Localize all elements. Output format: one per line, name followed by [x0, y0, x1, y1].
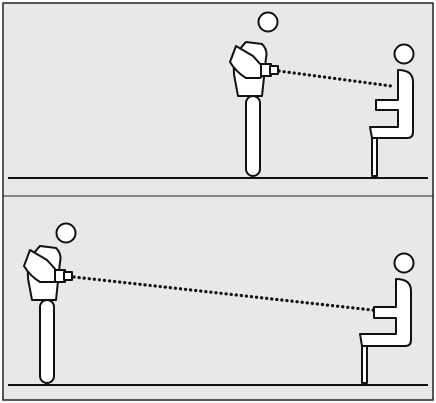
- camera-distance-diagram: [0, 0, 436, 403]
